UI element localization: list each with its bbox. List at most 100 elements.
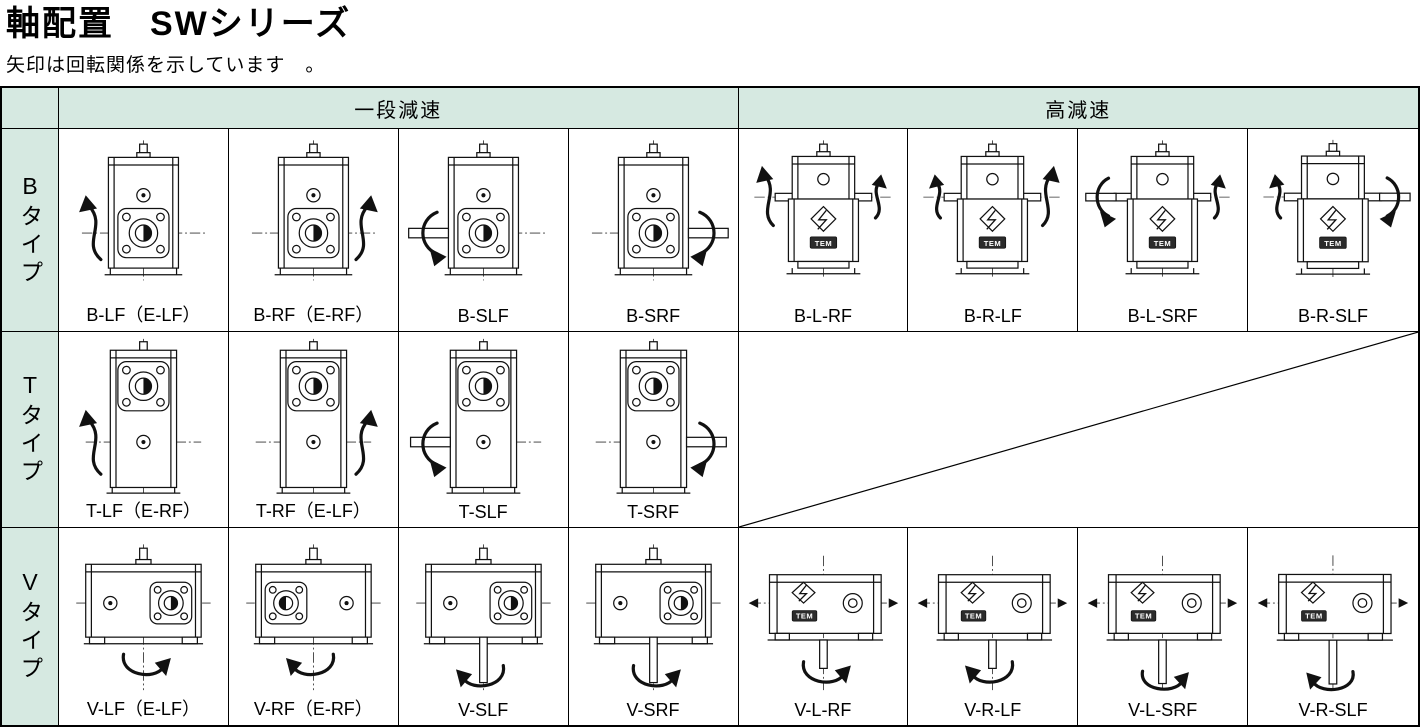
rotation-arrow	[801, 660, 845, 684]
cell-caption: V-LF（E-LF）	[86, 699, 200, 719]
cell-v-rf: V-RF（E-RF）	[228, 528, 399, 725]
cell-caption: B-SRF	[626, 306, 681, 326]
rotation-arrowhead	[79, 195, 98, 213]
drawing-b-rf	[229, 129, 398, 303]
drawing-t-srf	[569, 332, 738, 499]
cell-caption: V-SRF	[626, 700, 680, 720]
cell-v-l-srf: V-L-SRF	[1078, 528, 1249, 725]
gearmotor-base	[748, 556, 898, 690]
rotation-arrow	[354, 195, 378, 262]
drawing-t-slf	[399, 332, 568, 499]
gearbox-base	[76, 544, 210, 690]
gearmotor-base	[1094, 140, 1232, 276]
diagonal-line	[739, 332, 1419, 527]
cell-caption: V-SLF	[458, 700, 509, 720]
drawing-t-lf	[59, 332, 228, 499]
drawing-v-l-rf	[739, 528, 908, 697]
row-label-t-type: Tタイプ	[2, 332, 59, 528]
page-subtitle: 矢印は回転関係を示しています 。	[6, 54, 326, 76]
row-label-b-type: Bタイプ	[2, 129, 59, 332]
drawing-v-r-lf	[908, 528, 1077, 697]
row-label-text: Tタイプ	[17, 372, 43, 487]
rotation-arrowhead	[1174, 672, 1190, 690]
rotation-arrow	[1275, 182, 1283, 220]
rotation-arrow	[1141, 669, 1185, 691]
cell-b-slf: B-SLF	[398, 129, 569, 332]
cell-v-r-lf: V-R-LF	[908, 528, 1079, 725]
gearbox-drawing	[407, 131, 564, 303]
gearbox-drawing	[79, 131, 224, 303]
rotation-arrow	[1379, 176, 1411, 228]
cell-caption: B-SLF	[457, 306, 509, 326]
cell-caption: V-R-LF	[964, 700, 1022, 720]
drawing-b-r-lf	[908, 129, 1077, 303]
rotation-arrow	[685, 421, 727, 478]
cell-b-l-srf: B-L-SRF	[1078, 129, 1249, 332]
drawing-v-l-srf	[1078, 528, 1247, 697]
gearbox-base	[86, 339, 201, 495]
drawing-v-lf	[59, 528, 228, 697]
cell-caption: B-R-SLF	[1298, 306, 1369, 326]
gearbox-drawing	[912, 131, 1073, 303]
rotation-arrow	[87, 204, 103, 262]
cell-b-rf: B-RF（E-RF）	[228, 129, 399, 332]
cell-b-lf: B-LF（E-LF）	[59, 129, 229, 332]
gearbox-drawing	[1252, 530, 1414, 697]
cell-caption: T-SRF	[627, 502, 680, 522]
drawing-b-lf	[59, 129, 228, 303]
rotation-arrow	[763, 174, 775, 228]
cell-v-l-rf: V-L-RF	[738, 528, 909, 725]
gearbox-drawing	[1085, 131, 1243, 303]
drawing-b-l-rf	[739, 129, 908, 303]
drawing-b-srf	[569, 129, 738, 303]
rotation-arrowhead	[429, 459, 447, 478]
rotation-arrow	[1095, 176, 1111, 218]
row-label-text: Vタイプ	[17, 569, 43, 684]
gearbox-drawing	[573, 334, 727, 499]
rotation-arrow	[1306, 639, 1355, 692]
cell-caption: V-L-SRF	[1128, 700, 1198, 720]
gearbox-drawing	[233, 530, 394, 697]
rotation-arrowhead	[834, 665, 851, 684]
rotation-arrowhead	[1100, 211, 1117, 228]
gearmotor-base	[1264, 140, 1403, 277]
cell-v-srf: V-SRF	[568, 528, 739, 725]
cell-caption: V-RF（E-RF）	[253, 699, 373, 719]
gearbox-drawing	[912, 530, 1073, 697]
gearbox-drawing	[743, 131, 904, 303]
gearbox-base	[595, 339, 710, 495]
rotation-arrow	[354, 409, 378, 476]
shaft-stub	[409, 436, 451, 448]
corner-cell	[2, 88, 59, 129]
row-label-v-type: Vタイプ	[2, 528, 59, 725]
column-group-high-reduction: 高減速	[738, 88, 1418, 129]
cell-t-slf: T-SLF	[398, 332, 569, 528]
cell-b-srf: B-SRF	[568, 129, 739, 332]
gearbox-drawing	[63, 530, 224, 697]
drawing-v-rf	[229, 528, 398, 697]
cell-caption: T-LF（E-RF）	[85, 501, 201, 521]
cell-caption: B-L-RF	[793, 306, 852, 326]
gearbox-base-mirrored	[246, 544, 380, 690]
cell-caption: B-LF（E-LF）	[86, 305, 201, 325]
gearbox-drawing	[573, 530, 734, 697]
cell-caption: T-SLF	[458, 502, 508, 522]
gearbox-drawing	[403, 530, 564, 697]
gearmotor-base	[924, 140, 1062, 276]
cell-b-r-slf: B-R-SLF	[1248, 129, 1418, 332]
cell-v-r-slf: V-R-SLF	[1248, 528, 1418, 725]
gearbox-drawing	[409, 334, 564, 499]
shaft-stub	[1085, 192, 1117, 202]
cell-v-slf: V-SLF	[398, 528, 569, 725]
rotation-arrow	[871, 174, 887, 220]
shaft-stub	[648, 636, 658, 684]
gearmotor-base	[918, 556, 1068, 690]
rotation-arrow	[631, 663, 675, 688]
drawing-v-srf	[569, 528, 738, 697]
drawing-b-r-slf	[1248, 129, 1418, 303]
shaft-arrangement-table: 一段減速 高減速 Bタイプ B-LF（E-LF） B-RF（E-RF）	[0, 86, 1420, 727]
rotation-arrowhead	[1269, 174, 1285, 189]
gearbox-base	[425, 339, 540, 495]
rotation-arrow	[121, 652, 165, 677]
rotation-arrowhead	[154, 657, 171, 676]
